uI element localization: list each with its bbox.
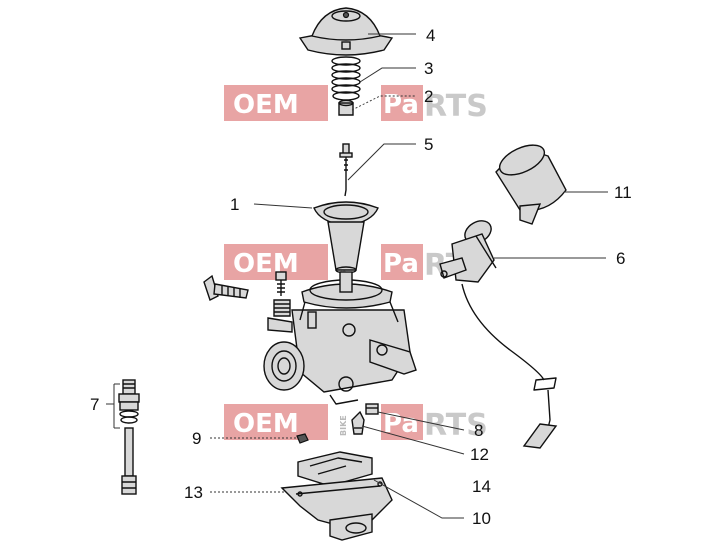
watermark-top: OEM Pa RTS [224, 85, 488, 124]
callout-11: 11 [614, 183, 632, 202]
callout-13: 13 [184, 483, 203, 502]
callouts: 4 3 2 5 1 11 6 7 9 8 12 14 13 10 [90, 26, 632, 528]
part-1-diaphragm [313, 201, 379, 274]
part-7-jets [118, 379, 140, 495]
part-4-cover [298, 7, 394, 56]
watermark-bottom: OEM BIKE Pa RTS [224, 404, 488, 443]
watermark-brand-right-b: RTS [424, 408, 488, 443]
callout-1: 1 [230, 195, 239, 214]
callout-5: 5 [424, 135, 433, 154]
part-8-screw [365, 403, 379, 415]
watermark-box [224, 85, 328, 121]
part-11-boot [495, 144, 567, 225]
watermark-box [381, 244, 423, 280]
watermark-brand-left: OEM [233, 249, 299, 279]
watermark-side-text: BIKE [339, 415, 348, 436]
callout-9: 9 [192, 429, 201, 448]
part-5-needle [339, 143, 353, 197]
callout-6: 6 [616, 249, 625, 268]
callout-4: 4 [426, 26, 435, 45]
watermark-brand-left: OEM [233, 409, 299, 439]
part-9-plug [296, 433, 309, 444]
part-12-needle-valve [351, 410, 365, 435]
callout-10: 10 [472, 509, 491, 528]
watermark-brand-right-a: Pa [383, 249, 419, 279]
part-3-spring [331, 56, 361, 101]
watermark-brand-left: OEM [233, 90, 299, 120]
part-2-clip [338, 99, 354, 116]
part-10-float [297, 451, 373, 487]
callout-7: 7 [90, 395, 99, 414]
watermark-brand-right-b: RTS [424, 89, 488, 124]
watermark-box [381, 404, 423, 440]
watermark-brand-right-a: Pa [383, 409, 419, 439]
carburetor-body [263, 271, 417, 405]
watermark-box [224, 404, 328, 440]
callout-3: 3 [424, 59, 433, 78]
part-13-bowl [280, 477, 393, 541]
leader-lines [106, 33, 608, 519]
watermark-box [381, 85, 423, 121]
callout-12: 12 [470, 445, 489, 464]
carburetor-screws [203, 271, 291, 317]
callout-2: 2 [424, 87, 433, 106]
callout-8: 8 [474, 421, 483, 440]
part-6-choke [439, 220, 558, 449]
watermark-brand-right-a: Pa [383, 90, 419, 120]
callout-14: 14 [472, 477, 491, 496]
